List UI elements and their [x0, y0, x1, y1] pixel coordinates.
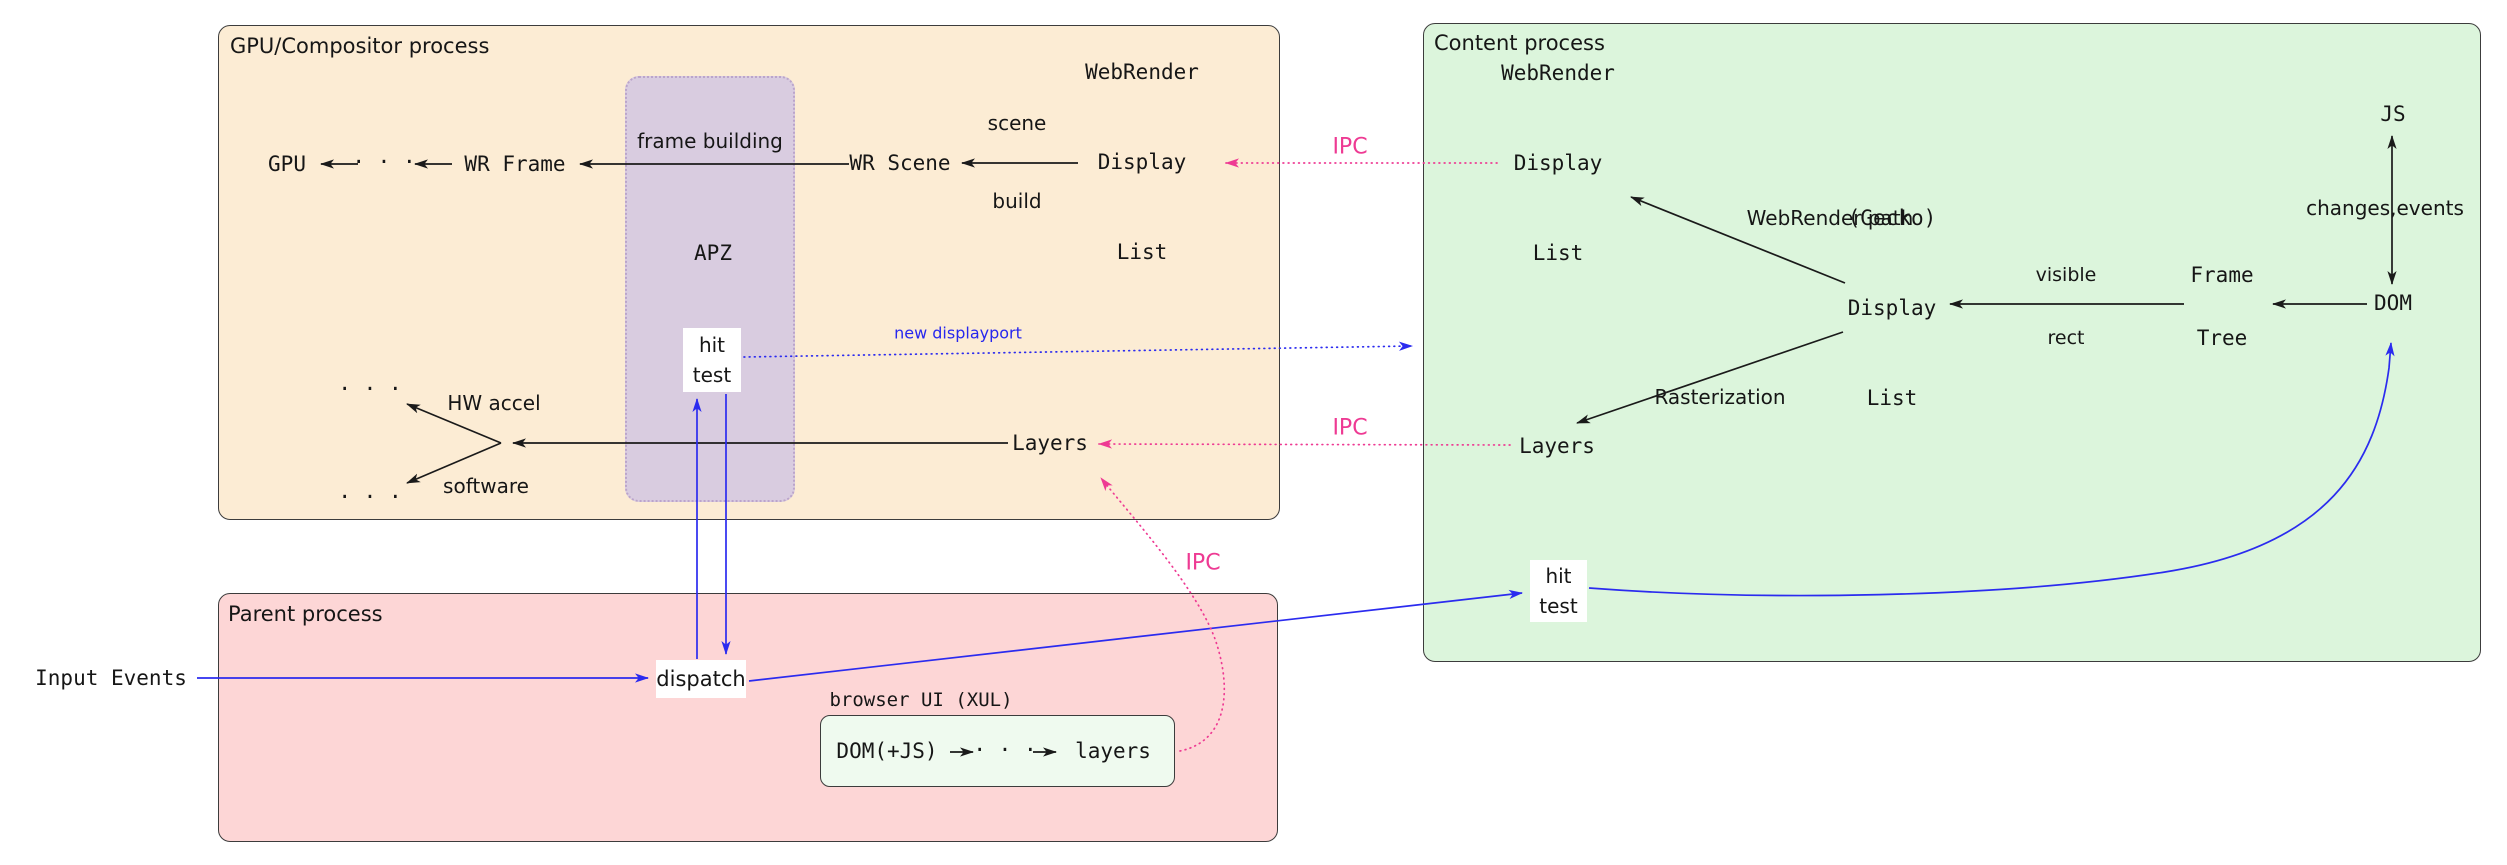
apz-label: APZ [694, 241, 732, 265]
visible-rect-label: visible rect [2035, 264, 2097, 349]
browser-ui-ellipsis: · · · [973, 738, 1037, 762]
gecko-display-list: (Gecko) Display List [1847, 206, 1937, 410]
node-gpu: GPU [268, 152, 306, 176]
node-wr-frame: WR Frame [464, 152, 566, 176]
gpu-webrender-display-list: WebRender Display List [1085, 60, 1199, 264]
scene-build-label: scene build [987, 111, 1047, 213]
ipc-label-bottom: IPC [1185, 550, 1221, 576]
browser-ui-layers: layers [1075, 739, 1151, 763]
new-displayport-label: new displayport [894, 323, 1022, 343]
content-hit-test-box: hit test [1530, 560, 1587, 622]
apz-region [625, 76, 795, 502]
node-wr-scene: WR Scene [849, 151, 951, 175]
content-webrender-display-list: WebRender Display List [1501, 61, 1615, 265]
gpu-hit-test-box: hit test [683, 328, 741, 392]
changes-events-label: changes,events [2303, 196, 2467, 220]
content-process-title: Content process [1434, 31, 1605, 55]
frame-tree-node: Frame Tree [2190, 263, 2254, 350]
js-node: JS [2380, 102, 2406, 126]
gpu-layers-node: Layers [1012, 431, 1088, 455]
browser-ui-dom-js: DOM(+JS) [836, 739, 938, 763]
dispatch-box: dispatch [656, 660, 746, 698]
frame-building-label: frame building [637, 129, 783, 153]
software-ellipsis: · · · [338, 485, 402, 509]
hw-accel-ellipsis: · · · [338, 377, 402, 401]
parent-process-title: Parent process [228, 602, 383, 626]
dom-node: DOM [2374, 291, 2412, 315]
ipc-label-top: IPC [1332, 134, 1368, 160]
hw-accel-label: HW accel [447, 391, 541, 415]
software-label: software [443, 474, 529, 498]
input-events-label: Input Events [35, 666, 187, 690]
gpu-process-title: GPU/Compositor process [230, 34, 490, 58]
gpu-pipeline-ellipsis: · · · [352, 150, 416, 174]
ipc-label-mid: IPC [1332, 415, 1368, 441]
browser-ui-label: browser UI (XUL) [829, 689, 1013, 711]
rasterization-label: Rasterization [1654, 385, 1786, 409]
content-layers-node: Layers [1519, 434, 1595, 458]
